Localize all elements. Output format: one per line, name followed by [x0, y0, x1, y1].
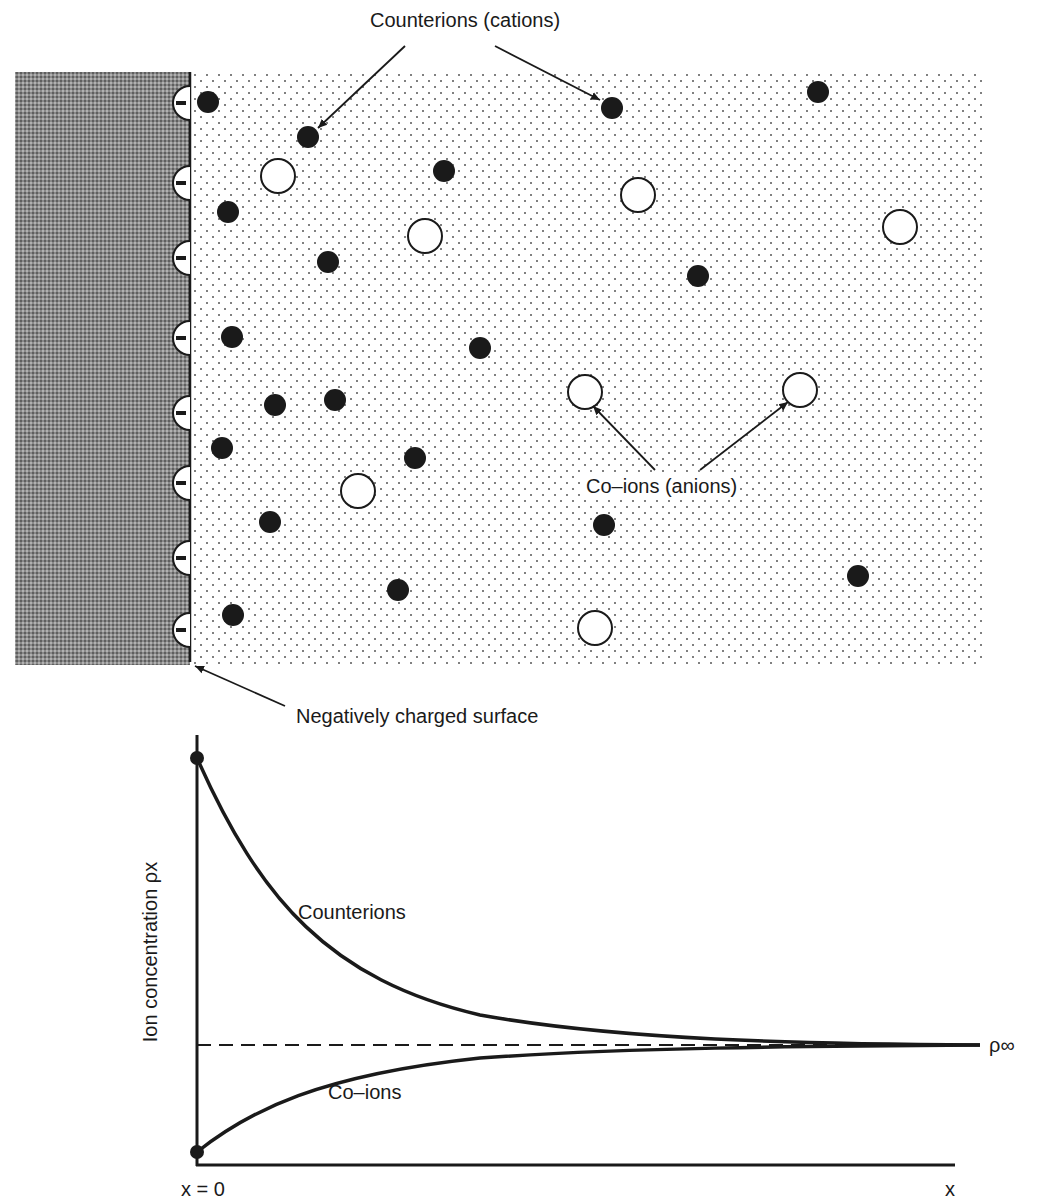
- charge-bump: [173, 86, 190, 120]
- anion-circles: [261, 159, 917, 645]
- cation: [687, 265, 709, 287]
- solution-region: [190, 72, 985, 665]
- cation-dots: [197, 81, 869, 626]
- cation: [217, 201, 239, 223]
- axis-value: ρ∞: [986, 1033, 1018, 1057]
- callout-label: Negatively charged surface: [293, 704, 541, 728]
- cation: [433, 160, 455, 182]
- cation: [197, 91, 219, 113]
- cation: [264, 394, 286, 416]
- axis-label: Ion concentration ρx: [138, 859, 162, 1045]
- leader-arrows: [195, 46, 788, 706]
- solid-surface: [15, 72, 190, 665]
- charge-bump: [173, 166, 190, 200]
- curve-label: Co–ions: [325, 1080, 404, 1104]
- anion: [341, 474, 375, 508]
- minus-sign: [176, 556, 186, 560]
- minus-sign: [176, 101, 186, 105]
- minus-sign: [176, 256, 186, 260]
- cation: [317, 251, 339, 273]
- axis-value: x = 0: [178, 1177, 228, 1201]
- cation: [211, 437, 233, 459]
- charge-bump: [173, 466, 190, 500]
- anion: [408, 219, 442, 253]
- minus-sign: [176, 628, 186, 632]
- anion: [883, 210, 917, 244]
- callout-label: Counterions (cations): [367, 8, 563, 32]
- anion: [578, 611, 612, 645]
- charge-bump: [173, 396, 190, 430]
- curve-label: Counterions: [295, 900, 409, 924]
- concentration-graph: [190, 735, 980, 1166]
- cation: [222, 604, 244, 626]
- minus-sign: [176, 181, 186, 185]
- minus-sign: [176, 336, 186, 340]
- cation: [593, 514, 615, 536]
- charge-bump: [173, 241, 190, 275]
- anion: [568, 375, 602, 409]
- surface-charges: [173, 86, 190, 647]
- charge-bump: [173, 541, 190, 575]
- cation: [324, 389, 346, 411]
- cation: [469, 337, 491, 359]
- anion: [783, 373, 817, 407]
- cation: [221, 326, 243, 348]
- cation: [297, 126, 319, 148]
- callout-label: Co–ions (anions): [583, 474, 740, 498]
- cation: [847, 565, 869, 587]
- cation: [807, 81, 829, 103]
- cation: [259, 511, 281, 533]
- axis-label: x: [942, 1177, 958, 1201]
- anion: [261, 159, 295, 193]
- cation: [387, 579, 409, 601]
- minus-sign: [176, 411, 186, 415]
- anion: [621, 178, 655, 212]
- cation: [601, 97, 623, 119]
- charge-bump: [173, 321, 190, 355]
- minus-sign: [176, 481, 186, 485]
- cation: [404, 447, 426, 469]
- charge-bump: [173, 613, 190, 647]
